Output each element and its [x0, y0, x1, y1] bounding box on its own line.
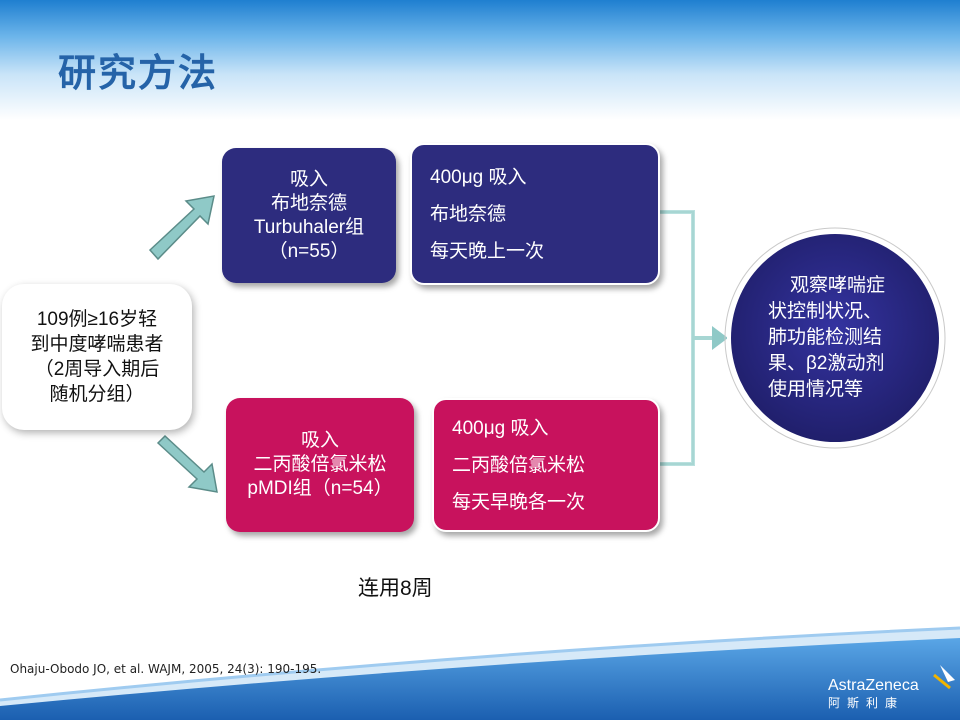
group-a-dose-line: 布地奈德 — [430, 203, 507, 225]
group-b-dose-line: 400μg 吸入 — [452, 417, 549, 439]
connector-bracket — [660, 210, 695, 466]
enrollment-box: 109例≥16岁轻 到中度哮喘患者 （2周导入期后 随机分组） — [2, 284, 192, 430]
logo-cn: 阿斯利康 — [828, 696, 905, 710]
outcome-line: 状控制状况、 — [768, 301, 883, 322]
group-a-dose-line: 每天晚上一次 — [430, 240, 545, 262]
group-b-line: 吸入 — [300, 430, 339, 451]
arrow-up-right — [148, 195, 215, 261]
group-b-dose-line: 每天早晚各一次 — [452, 491, 586, 513]
group-b-line: 二丙酸倍氯米松 — [253, 454, 387, 475]
outcome-line: 果、β2激动剂 — [768, 353, 885, 374]
group-b-dose-line: 二丙酸倍氯米松 — [452, 454, 586, 476]
group-b-line: pMDI组（n=54） — [247, 478, 393, 499]
group-a-line: 布地奈德 — [270, 192, 347, 214]
astrazeneca-logo: AstraZeneca 阿斯利康 — [828, 676, 954, 716]
group-b-box: 吸入 二丙酸倍氯米松 pMDI组（n=54） — [226, 398, 414, 532]
slide-title: 研究方法 — [58, 53, 219, 95]
citation: Ohaju-Obodo JO, et al. WAJM, 2005, 24(3)… — [10, 662, 322, 676]
group-b-dose-box: 400μg 吸入 二丙酸倍氯米松 每天早晚各一次 — [432, 398, 660, 532]
arrow-down-right — [156, 434, 218, 493]
group-a-dose-box: 400μg 吸入 布地奈德 每天晚上一次 — [410, 143, 660, 285]
logo-name: AstraZeneca — [828, 677, 919, 694]
group-a-dose-line: 400μg 吸入 — [430, 166, 527, 188]
duration-label: 连用8周 — [358, 577, 433, 600]
group-a-line: Turbuhaler组 — [253, 216, 365, 238]
connector-arrow-to-outcome — [693, 326, 728, 350]
outcome-text: 观察哮喘症 状控制状况、 肺功能检测结 果、β2激动剂 使用情况等 — [752, 268, 922, 408]
enrollment-line: （2周导入期后 — [34, 359, 160, 380]
enrollment-line: 随机分组） — [49, 384, 145, 405]
outcome-line: 观察哮喘症 — [790, 275, 886, 296]
header-gradient-band — [0, 0, 960, 120]
group-a-line: （n=55） — [268, 240, 350, 262]
astrazeneca-logo-mark — [933, 665, 955, 690]
enrollment-line: 到中度哮喘患者 — [30, 334, 164, 355]
bottom-swoosh-band — [0, 626, 960, 720]
enrollment-line: 109例≥16岁轻 — [36, 309, 158, 330]
group-a-line: 吸入 — [289, 168, 328, 190]
group-a-box: 吸入 布地奈德 Turbuhaler组 （n=55） — [222, 148, 396, 283]
outcome-line: 使用情况等 — [768, 379, 864, 400]
outcome-line: 肺功能检测结 — [768, 327, 883, 348]
outcome-circle-bg — [727, 230, 943, 446]
